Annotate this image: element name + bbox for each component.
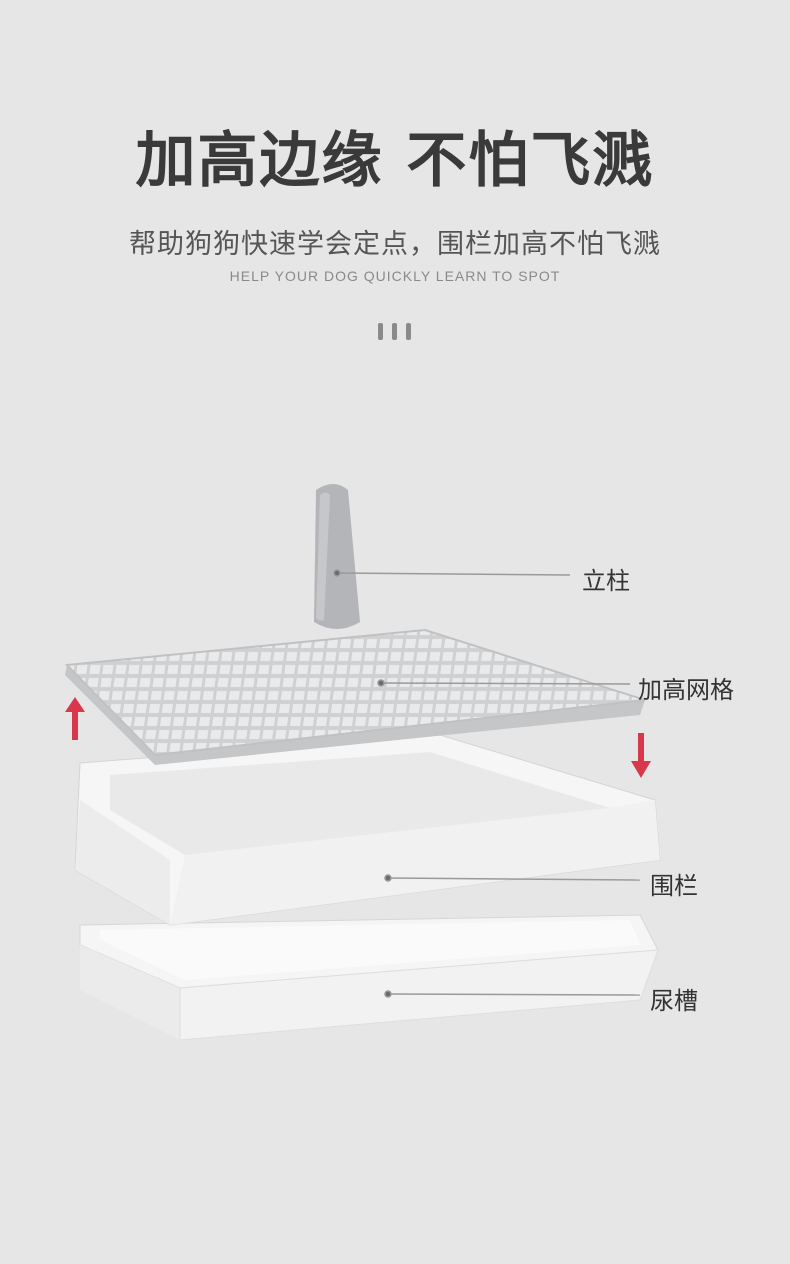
- down-arrow-icon: [631, 733, 651, 778]
- tray-part: [79, 914, 659, 1041]
- grid-part: [64, 628, 646, 765]
- label-fence: 围栏: [650, 872, 698, 900]
- up-arrow-icon: [65, 697, 85, 740]
- label-post: 立柱: [582, 567, 630, 595]
- label-tray: 尿槽: [650, 987, 698, 1015]
- post-part: [314, 484, 360, 629]
- divider-dots: [376, 323, 416, 341]
- subtitle: 帮助狗狗快速学会定点，围栏加高不怕飞溅: [129, 229, 661, 260]
- headline: 加高边缘 不怕飞溅: [135, 126, 655, 196]
- fence-part: [74, 734, 661, 926]
- subtitle-english: HELP YOUR DOG QUICKLY LEARN TO SPOT: [229, 268, 561, 284]
- label-grid: 加高网格: [638, 676, 734, 704]
